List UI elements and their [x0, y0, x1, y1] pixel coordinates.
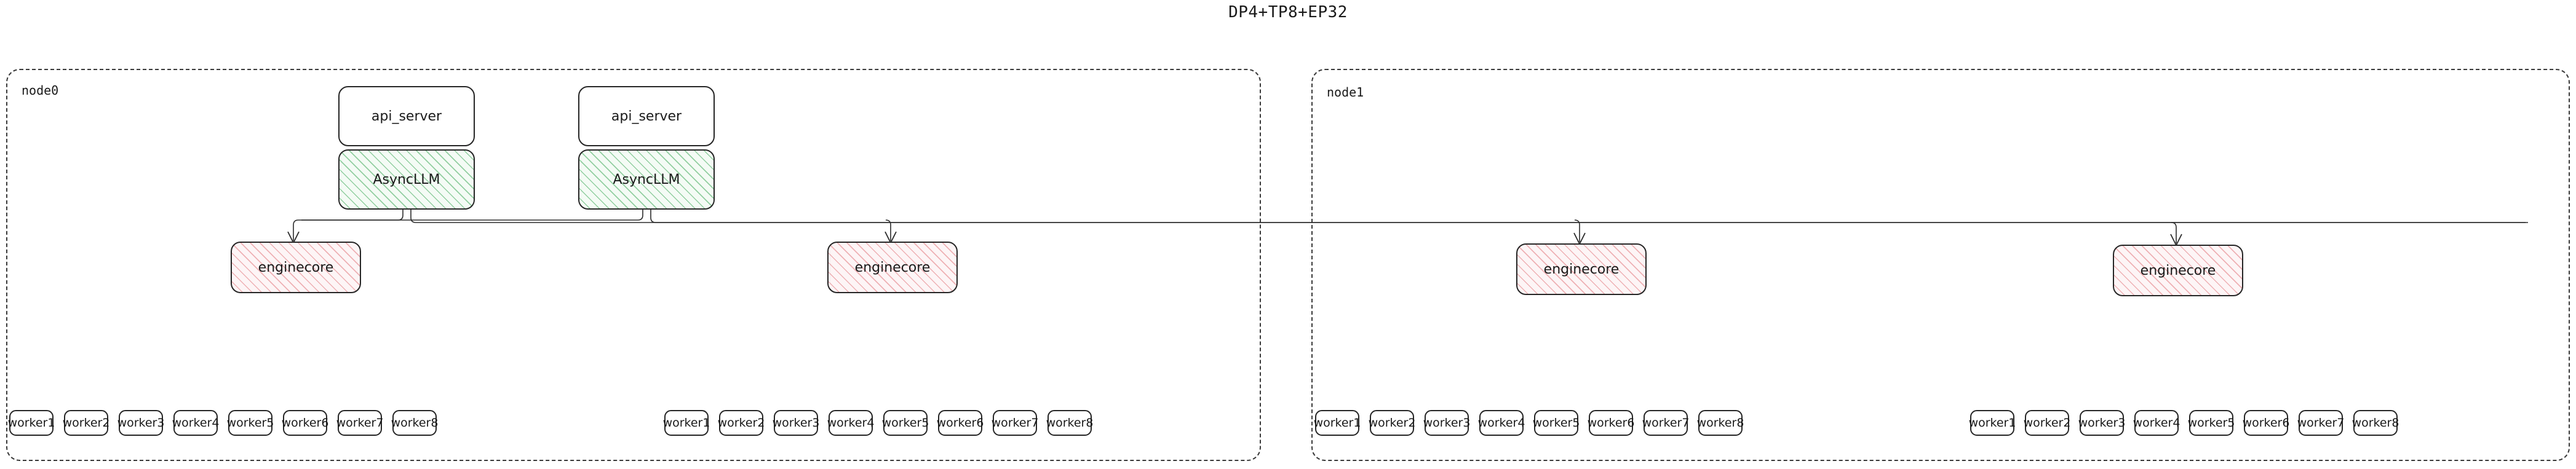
worker-box[interactable]: worker6	[281, 410, 329, 436]
worker-box[interactable]: worker7	[2297, 410, 2345, 436]
worker-box[interactable]: worker1	[7, 410, 55, 436]
api-server-box[interactable]: api_server	[578, 86, 715, 146]
enginecore-box[interactable]: enginecore	[231, 242, 361, 293]
worker-label: worker6	[1587, 416, 1635, 430]
worker-label: worker4	[2133, 416, 2180, 430]
cluster-node0	[6, 69, 1261, 461]
cluster-node1-label: node1	[1327, 85, 1364, 100]
worker-box[interactable]: worker3	[117, 410, 165, 436]
worker-label: worker1	[1313, 416, 1361, 430]
cluster-node0-label: node0	[22, 83, 59, 98]
worker-box[interactable]: worker2	[1368, 410, 1416, 436]
worker-label: worker3	[772, 416, 820, 430]
worker-box[interactable]: worker3	[772, 410, 820, 436]
page-title: DP4+TP8+EP32	[1228, 3, 1348, 22]
enginecore-box[interactable]: enginecore	[827, 242, 958, 293]
worker-label: worker1	[1968, 416, 2016, 430]
worker-box[interactable]: worker4	[2133, 410, 2180, 436]
worker-box[interactable]: worker6	[1587, 410, 1635, 436]
worker-box[interactable]: worker5	[1532, 410, 1580, 436]
worker-label: worker8	[2351, 416, 2399, 430]
worker-label: worker5	[2187, 416, 2235, 430]
worker-label: worker7	[336, 416, 384, 430]
worker-box[interactable]: worker8	[2351, 410, 2399, 436]
worker-label: worker5	[1532, 416, 1580, 430]
worker-label: worker5	[226, 416, 274, 430]
worker-box[interactable]: worker1	[662, 410, 710, 436]
worker-box[interactable]: worker7	[336, 410, 384, 436]
worker-label: worker3	[117, 416, 165, 430]
worker-label: worker8	[1696, 416, 1744, 430]
worker-box[interactable]: worker4	[1477, 410, 1525, 436]
worker-box[interactable]: worker2	[2023, 410, 2071, 436]
worker-label: worker8	[391, 416, 439, 430]
worker-box[interactable]: worker4	[827, 410, 875, 436]
enginecore-label: enginecore	[1543, 261, 1620, 277]
worker-label: worker1	[7, 416, 55, 430]
api-server-box[interactable]: api_server	[338, 86, 475, 146]
worker-box[interactable]: worker8	[1696, 410, 1744, 436]
asyncllm-box[interactable]: AsyncLLM	[578, 149, 715, 210]
worker-label: worker2	[62, 416, 110, 430]
worker-box[interactable]: worker8	[1046, 410, 1094, 436]
worker-box[interactable]: worker6	[2242, 410, 2290, 436]
worker-label: worker1	[662, 416, 710, 430]
worker-box[interactable]: worker2	[62, 410, 110, 436]
worker-label: worker2	[2023, 416, 2071, 430]
worker-label: worker7	[2297, 416, 2345, 430]
worker-box[interactable]: worker5	[2187, 410, 2235, 436]
worker-label: worker7	[991, 416, 1039, 430]
worker-box[interactable]: worker8	[391, 410, 439, 436]
worker-box[interactable]: worker6	[936, 410, 984, 436]
worker-label: worker4	[827, 416, 875, 430]
api-server-label: api_server	[611, 108, 682, 124]
worker-box[interactable]: worker2	[717, 410, 765, 436]
worker-box[interactable]: worker3	[2078, 410, 2126, 436]
enginecore-label: enginecore	[258, 259, 334, 275]
cluster-node1	[1311, 69, 2570, 461]
api-server-label: api_server	[371, 108, 442, 124]
worker-label: worker2	[1368, 416, 1416, 430]
worker-label: worker7	[1642, 416, 1690, 430]
worker-box[interactable]: worker5	[226, 410, 274, 436]
asyncllm-label: AsyncLLM	[373, 171, 440, 187]
worker-label: worker6	[281, 416, 329, 430]
worker-box[interactable]: worker1	[1968, 410, 2016, 436]
worker-box[interactable]: worker1	[1313, 410, 1361, 436]
worker-label: worker6	[2242, 416, 2290, 430]
worker-box[interactable]: worker7	[991, 410, 1039, 436]
worker-box[interactable]: worker3	[1423, 410, 1471, 436]
worker-label: worker4	[1477, 416, 1525, 430]
worker-label: worker4	[172, 416, 220, 430]
enginecore-label: enginecore	[854, 259, 931, 275]
asyncllm-box[interactable]: AsyncLLM	[338, 149, 475, 210]
asyncllm-label: AsyncLLM	[613, 171, 680, 187]
worker-box[interactable]: worker7	[1642, 410, 1690, 436]
enginecore-box[interactable]: enginecore	[2113, 245, 2243, 296]
worker-box[interactable]: worker4	[172, 410, 220, 436]
enginecore-label: enginecore	[2140, 262, 2216, 278]
worker-box[interactable]: worker5	[881, 410, 929, 436]
worker-label: worker2	[717, 416, 765, 430]
worker-label: worker3	[1423, 416, 1471, 430]
worker-label: worker8	[1046, 416, 1094, 430]
worker-label: worker6	[936, 416, 984, 430]
enginecore-box[interactable]: enginecore	[1516, 243, 1647, 295]
worker-label: worker3	[2078, 416, 2126, 430]
worker-label: worker5	[881, 416, 929, 430]
